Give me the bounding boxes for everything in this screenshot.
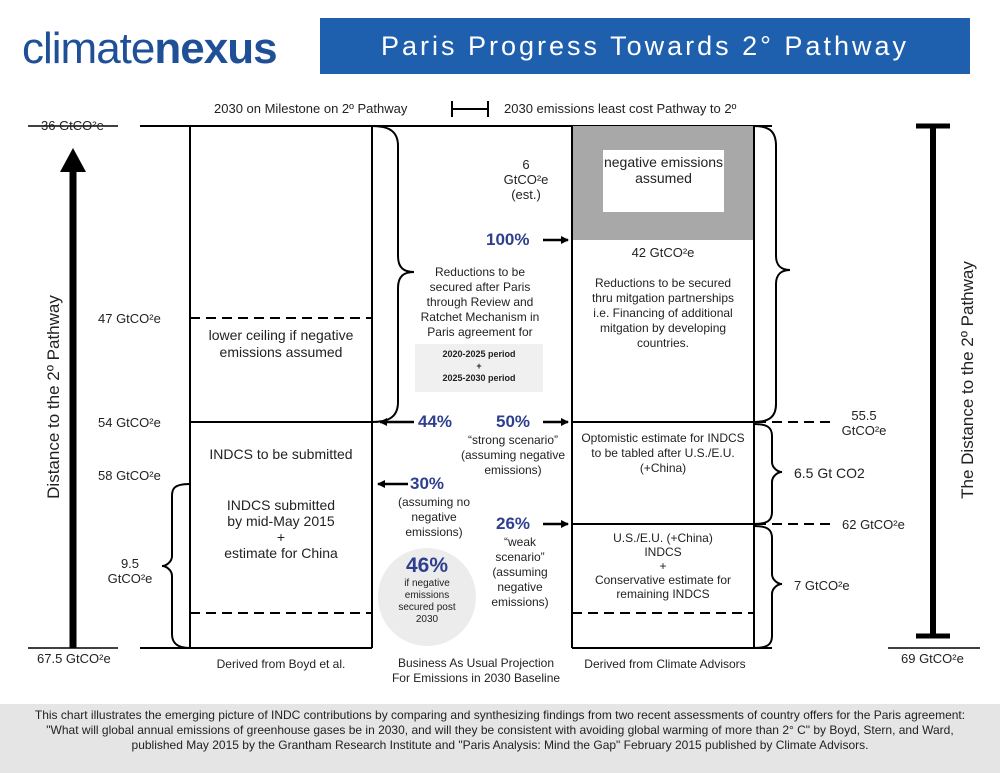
right-gap-brace-lower <box>753 525 783 649</box>
right-level-42: 42 GtCO²e <box>631 245 695 260</box>
mitigation-partnerships-text: Reductions to be secured thru mitgation … <box>591 276 735 350</box>
left-axis-top-value: 36 GtCO²e <box>41 118 104 133</box>
lower-ceiling-label: lower ceiling if negative emissions assu… <box>208 327 354 360</box>
left-axis-title: Distance to the 2º Pathway <box>44 295 63 499</box>
right-axis-bottom-value: 69 GtCO²e <box>901 651 964 666</box>
left-axis-bottom-value: 67.5 GtCO²e <box>37 651 111 666</box>
right-gap-6-5: 6.5 Gt CO2 <box>794 465 865 481</box>
right-gap-7: 7 GtCO²e <box>794 578 850 593</box>
negative-emissions-value: 6 GtCO²e (est.) <box>503 157 549 202</box>
right-reduction-brace <box>753 125 791 423</box>
middle-reduction-brace <box>371 125 415 423</box>
left-column-source: Derived from Boyd et al. <box>216 657 346 671</box>
weak-scenario-text: “weak scenario” (assuming negative emiss… <box>491 535 549 609</box>
right-gap-brace-upper <box>753 423 783 525</box>
left-level-47: 47 GtCO²e <box>98 311 161 326</box>
right-distance-ibeam <box>916 123 950 639</box>
percent-26: 26% <box>496 514 531 533</box>
right-column-source: Derived from Climate Advisors <box>584 657 746 671</box>
negative-emissions-assumed-label: negative emissions assumed <box>603 150 724 212</box>
left-gap-bracket <box>161 483 191 649</box>
bau-projection-label: Business As Usual Projection For Emissio… <box>391 656 561 685</box>
legend-interval-icon <box>451 101 489 117</box>
legend-right-label: 2030 emissions least cost Pathway to 2º <box>504 101 737 116</box>
percent-46: 46% <box>405 554 449 577</box>
percent-50: 50% <box>496 412 531 431</box>
period-box: 2020-2025 period + 2025-2030 period <box>415 344 543 392</box>
percent-100: 100% <box>486 230 530 249</box>
percent-30: 30% <box>410 474 445 493</box>
left-column-box <box>140 126 373 649</box>
legend-left-label: 2030 on Milestone on 2º Pathway <box>214 101 408 116</box>
indcs-to-be-submitted-label: INDCS to be submitted <box>209 446 353 462</box>
optimistic-estimate-text: Optomistic estimate for INDCS to be tabl… <box>581 431 745 475</box>
left-level-54: 54 GtCO²e <box>98 415 161 430</box>
percent-46-note: if negative emissions secured post 2030 <box>398 578 456 625</box>
post-paris-reductions-text: Reductions to be secured after Paris thr… <box>420 265 540 339</box>
climate-nexus-logo: climatenexus <box>22 24 278 74</box>
indcs-submitted-label: INDCS submitted by mid-May 2015 + estima… <box>224 497 338 561</box>
footer-band <box>0 704 1000 773</box>
left-gap-value: 9.5 GtCO²e <box>107 556 153 586</box>
logo-text-climate: climate <box>22 24 155 73</box>
percent-46-circle: 46% if negative emissions secured post 2… <box>378 548 476 646</box>
right-level-55: 55.5 GtCO²e <box>841 408 887 438</box>
left-level-58: 58 GtCO²e <box>98 468 161 483</box>
logo-text-nexus: nexus <box>154 24 277 73</box>
percent-30-note: (assuming no negative emissions) <box>397 495 471 539</box>
right-level-62: 62 GtCO²e <box>842 517 905 532</box>
conservative-estimate-text: U.S./E.U. (+China) INDCS + Conservative … <box>594 531 732 601</box>
percent-44: 44% <box>418 412 453 431</box>
left-distance-arrow-head <box>60 148 86 172</box>
footer-caption: This chart illustrates the emerging pict… <box>34 708 966 752</box>
page-title: Paris Progress Towards 2° Pathway <box>320 18 970 74</box>
right-axis-title: The Distance to the 2º Pathway <box>958 261 977 499</box>
strong-scenario-text: “strong scenario” (assuming negative emi… <box>460 433 566 477</box>
